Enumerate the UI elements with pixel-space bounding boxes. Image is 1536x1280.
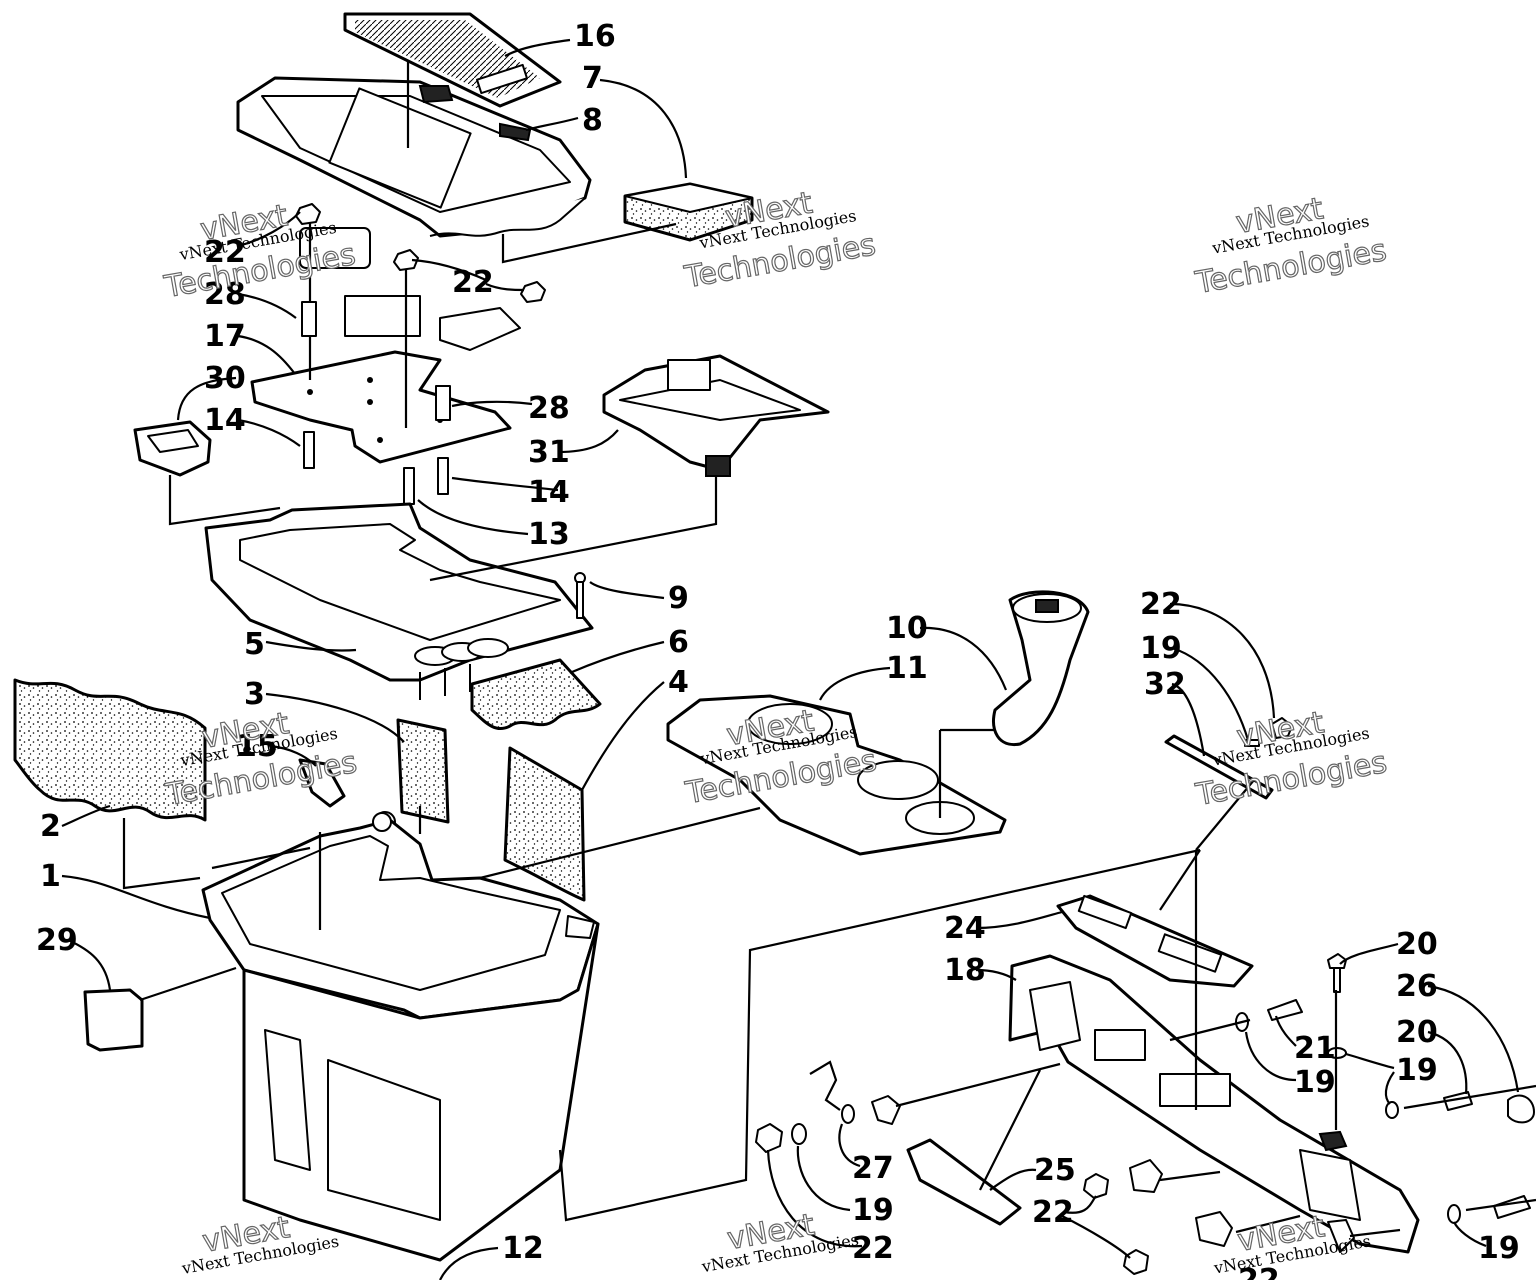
watermark-top-right: vNext vNext Technologies Technologies xyxy=(1192,191,1390,302)
cable-guide-31 xyxy=(602,354,830,477)
callout-16: 16 xyxy=(574,19,616,54)
mounting-plate-17 xyxy=(250,350,512,464)
callout-22-a: 22 xyxy=(204,235,246,270)
callout-26: 26 xyxy=(1396,969,1438,1004)
callout-20-a: 20 xyxy=(1396,927,1438,962)
callout-14-a: 14 xyxy=(204,403,246,438)
callout-22-f: 22 xyxy=(1238,1263,1280,1280)
callout-32: 32 xyxy=(1144,667,1186,702)
foam-pad-2 xyxy=(13,678,207,822)
callout-3: 3 xyxy=(244,677,265,712)
callout-19-a: 19 xyxy=(1140,631,1182,666)
callout-22-b: 22 xyxy=(452,265,494,300)
callout-8: 8 xyxy=(582,103,603,138)
relay-components xyxy=(295,203,546,505)
foam-pad-3 xyxy=(396,718,450,824)
foam-pad-6 xyxy=(470,658,602,731)
callout-9: 9 xyxy=(668,581,689,616)
air-box-housing-1 xyxy=(201,812,600,1262)
callout-28-a: 28 xyxy=(204,277,246,312)
callout-1: 1 xyxy=(40,859,61,894)
callout-28-b: 28 xyxy=(528,391,570,426)
strip-32 xyxy=(1164,734,1274,800)
callout-19-d: 19 xyxy=(852,1193,894,1228)
screw-9 xyxy=(574,572,586,619)
callout-29: 29 xyxy=(36,923,78,958)
callout-19-e: 19 xyxy=(1478,1231,1520,1266)
callout-15: 15 xyxy=(236,729,278,764)
callout-13: 13 xyxy=(528,517,570,552)
callout-30: 30 xyxy=(204,361,246,396)
air-box-base-5 xyxy=(204,502,594,700)
callout-25: 25 xyxy=(1034,1153,1076,1188)
callout-4: 4 xyxy=(668,665,689,700)
watermark-top-left: vNext vNext Technologies Technologies xyxy=(161,198,359,306)
filter-element-7 xyxy=(623,182,754,242)
callout-6: 6 xyxy=(668,625,689,660)
leader-lines xyxy=(61,38,1520,1280)
callout-22-d: 22 xyxy=(1032,1195,1074,1230)
callout-18: 18 xyxy=(944,953,986,988)
callout-14-b: 14 xyxy=(528,475,570,510)
callout-24: 24 xyxy=(944,911,986,946)
callout-10: 10 xyxy=(886,611,928,646)
callout-5: 5 xyxy=(244,627,265,662)
callout-7: 7 xyxy=(582,61,603,96)
callout-22-e: 22 xyxy=(852,1231,894,1266)
watermark-mid-right: vNext vNext Technologies Technologies xyxy=(1192,705,1390,814)
assembly-lines xyxy=(122,222,1536,1238)
cover-decal-16 xyxy=(343,12,562,108)
callout-19-b: 19 xyxy=(1396,1053,1438,1088)
callout-27: 27 xyxy=(852,1151,894,1186)
callout-31: 31 xyxy=(528,435,570,470)
callout-11: 11 xyxy=(886,651,928,686)
air-box-cover-8 xyxy=(236,60,592,238)
callout-19-c: 19 xyxy=(1294,1065,1336,1100)
foam-pad-4 xyxy=(503,746,586,902)
adapter-plate-11 xyxy=(666,694,1007,856)
watermark-bottom-left: vNext vNext Technologies xyxy=(180,1209,341,1278)
callout-2: 2 xyxy=(40,809,61,844)
callout-17: 17 xyxy=(204,319,246,354)
gasket-24 xyxy=(1056,894,1254,988)
callout-21: 21 xyxy=(1294,1031,1336,1066)
watermark-bottom-center: vNext vNext Technologies xyxy=(699,1207,860,1276)
callout-20-b: 20 xyxy=(1396,1015,1438,1050)
callout-22-c: 22 xyxy=(1140,587,1182,622)
boot-30 xyxy=(133,420,212,477)
callout-labels: 16 7 8 22 22 28 17 30 14 28 31 14 13 9 5… xyxy=(36,19,1520,1280)
callout-12: 12 xyxy=(502,1231,544,1266)
nut-22-washer-19-right-top xyxy=(1244,717,1293,747)
elbow-10 xyxy=(992,590,1090,747)
hardware-group-bottom xyxy=(755,953,1535,1275)
clip-29 xyxy=(83,966,237,1052)
